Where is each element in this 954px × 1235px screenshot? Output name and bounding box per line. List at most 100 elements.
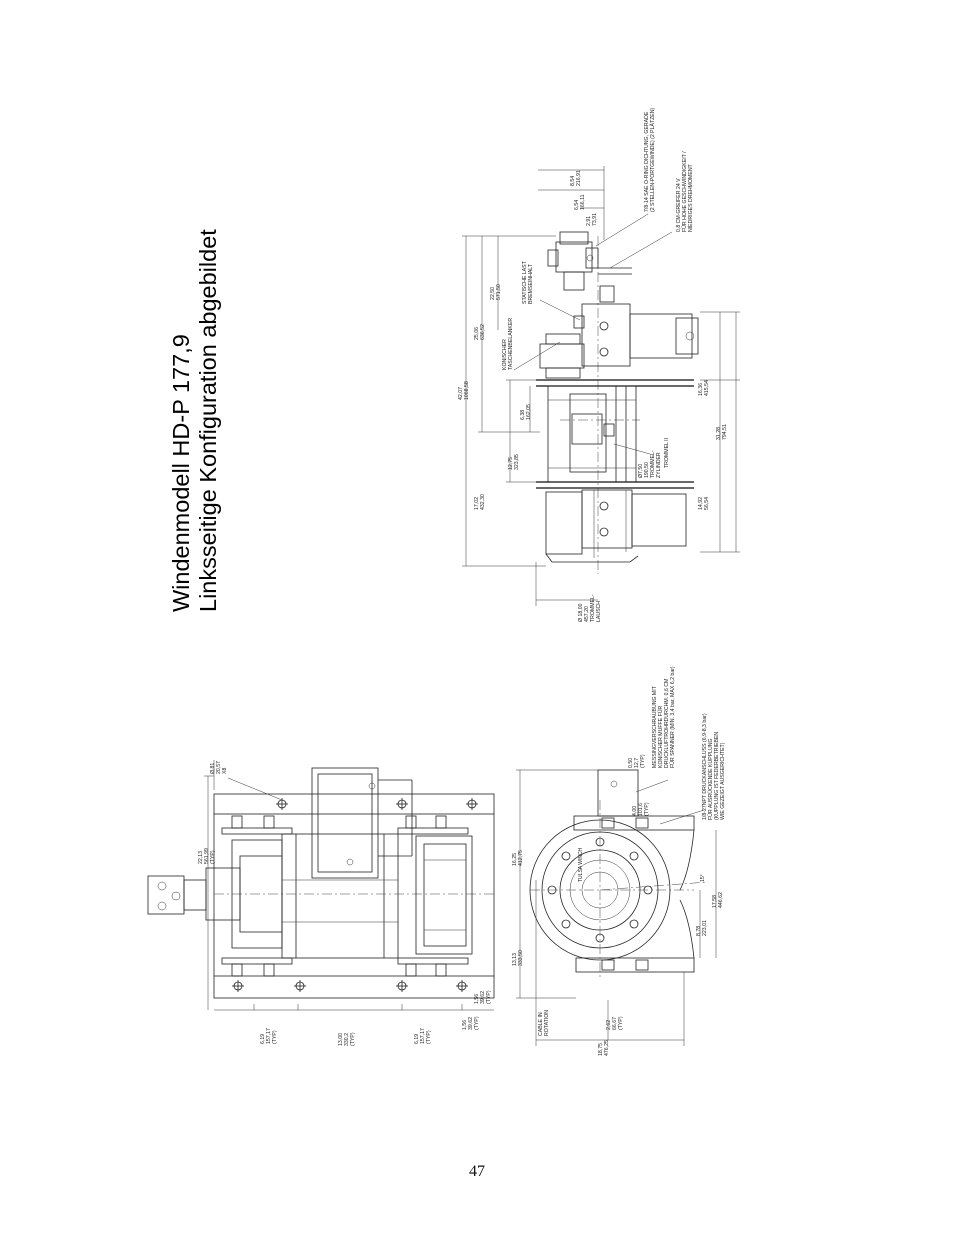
label-messing-1: MESSINGVERSCHRAUBUNG MIT <box>652 685 658 768</box>
dim-suba-mm: 571,50 <box>496 284 502 300</box>
winch-front-view <box>147 760 495 1011</box>
dim-b1-1: 6,19 <box>260 1034 266 1044</box>
dim-s3-mm: 73,91 <box>592 213 598 226</box>
dim-base-2: 333,50 <box>518 950 524 966</box>
label-npt-3: (KUPPLUNG IST FEDERBETRIEBEN <box>714 732 720 820</box>
label-taschen-1: KONISCHER <box>502 339 508 370</box>
dim-t1-3: (TYP) <box>640 754 646 768</box>
label-messing-2: KONISCHER MUFFE FÜR <box>657 705 664 768</box>
winch-side-view <box>462 166 740 606</box>
label-greifer-3: NIEDRIGES DREHMOMENT <box>688 163 694 232</box>
dim-s1-in: 8,54 <box>570 176 576 186</box>
dim-lowerc-mm: 56,54 <box>704 497 710 510</box>
dim-b2-2: 330,2 <box>344 1033 350 1046</box>
dim-drumcyl-3: TROMMEL- <box>650 450 656 478</box>
dim-s2-in: 6,54 <box>574 200 580 210</box>
dim-drumdia-2: 457,20 <box>584 606 590 622</box>
label-ventil-2: (2 STELLEN-PORTGEWINDE) (2 PLÄTZEN) <box>649 107 656 212</box>
dim-angle: 15° <box>700 874 706 882</box>
dim-r1-2: 223,01 <box>702 920 708 936</box>
label-ventil-1: 7/8-14 SAE O-RING DICHTUNG, GERADE <box>644 111 650 212</box>
dim-b2-3: (TYP) <box>350 1032 356 1046</box>
dim-b3-1: 6,19 <box>414 1034 420 1044</box>
label-trommel: TROMMEL II <box>664 438 670 468</box>
dim-drumend-in: 17,02 <box>474 497 480 510</box>
dim-b1-3: (TYP) <box>272 1030 278 1044</box>
dim-drumcyl-1: Ø7,50 <box>638 464 644 478</box>
label-messing-3: DRUCKLUFTROHRDURCHM. 0,6 CM <box>664 679 670 768</box>
dim-drumend-mm: 432,30 <box>480 494 486 510</box>
page-title: Windenmodell HD-P 177,9 Linksseitige Kon… <box>168 52 222 612</box>
dim-b4-2: 39,62 <box>468 1017 474 1030</box>
dim-foot-2: 66,67 <box>612 1017 618 1030</box>
dim-flange-1: 22,13 <box>198 851 204 864</box>
dim-r1-1: 8,78 <box>696 926 702 936</box>
dim-b4-3: (TYP) <box>474 1016 480 1030</box>
dim-s2-mm: 166,11 <box>580 194 586 210</box>
end-view-dimensions: 16,25 412,75 13,13 333,50 CABLE IN ROTAT… <box>512 666 726 1056</box>
dim-t2-1: 4,00 <box>632 806 638 816</box>
dim-overall-mm: 1068,58 <box>464 381 470 400</box>
label-npt-4: WIE GEZEIGT AUSGERICHTET) <box>720 742 726 820</box>
label-npt-2: FÜR AUSRÜCKENDE KUPPLUNG <box>707 738 714 820</box>
side-view-dimensions: 42,07 1068,58 25,06 636,52 17,02 432,30 … <box>458 107 728 622</box>
dim-s3-in: 2,91 <box>586 216 592 226</box>
dim-bolt-3: X8 <box>222 768 228 774</box>
dim-drumdia-4: LAUSCH <box>596 601 602 622</box>
dim-foot-3: (TYP) <box>618 1016 624 1030</box>
dim-width-1: 18,75 <box>598 1043 604 1056</box>
label-greifer-2: FÜR HOHE GESCHWINDIGKEIT / <box>681 151 688 232</box>
dim-upper-in: 25,06 <box>474 327 480 340</box>
dim-flange-2: 561,99 <box>204 848 210 864</box>
dim-t1-1: 0,50 <box>628 758 634 768</box>
dim-bolt-1: Ø,81 <box>210 763 216 774</box>
winch-end-view: TULSA WINCH <box>516 769 717 1046</box>
dim-drumdia-3: TROMMEL- <box>590 594 596 622</box>
dim-flange-3: (TYP) <box>210 850 216 864</box>
dim-lowera-in: 16,36 <box>698 383 704 396</box>
label-taschen-2: TASCHENBELANKER <box>508 318 514 370</box>
dim-lowerc-in: 14,92 <box>698 497 704 510</box>
dim-lowerb-in: 31,28 <box>716 427 722 440</box>
label-messing-4: FÜR SPANNER (MIN. 3,4 bar, MAX 6,2 bar) <box>669 666 676 768</box>
dim-b3-3: (TYP) <box>426 1030 432 1044</box>
dim-s1-mm: 216,91 <box>576 170 582 186</box>
front-view-dimensions: Ø,81 20,57 X8 22,13 561,99 (TYP) 6,19 15… <box>198 761 492 1046</box>
label-cable-1: CABLE IN <box>538 1012 544 1036</box>
dim-overall-in: 42,07 <box>458 387 464 400</box>
dim-t2-3: (TYP) <box>644 802 650 816</box>
dim-base-1: 13,13 <box>512 953 518 966</box>
dim-b5-2: 39,62 <box>480 991 486 1004</box>
dim-drumdia-1: Ø 18,00 <box>578 603 584 622</box>
dim-drumcyl-4: ZYLINDER <box>656 452 662 478</box>
dim-b5-1: 1,56 <box>474 994 480 1004</box>
dim-lowerb-mm: 794,51 <box>722 424 728 440</box>
dim-b5-3: (TYP) <box>486 990 492 1004</box>
dim-mid-in: 12,75 <box>508 457 514 470</box>
drum-brand-text: TULSA WINCH <box>578 847 584 882</box>
dim-drumcyl-2: 190,50 <box>644 462 650 478</box>
page-number: 47 <box>469 1163 485 1180</box>
title-model: Windenmodell HD-P 177,9 <box>168 334 194 612</box>
dim-bolt-2: 20,57 <box>216 761 222 774</box>
dim-b3-2: 157,17 <box>420 1028 426 1044</box>
label-npt-1: 1/8-27NPT DRUCKANSCHLUSS (6,9-8,3 bar) <box>702 713 708 820</box>
dim-b2-1: 13,00 <box>338 1033 344 1046</box>
dim-suba-in: 22,50 <box>490 287 496 300</box>
dim-small-mm: 162,05 <box>526 404 532 420</box>
dim-small-in: 6,38 <box>520 410 526 420</box>
dim-lowera-mm: 415,54 <box>704 380 710 396</box>
dim-r2-2: 446,62 <box>718 892 724 908</box>
dim-b4-1: 1,56 <box>462 1020 468 1030</box>
title-configuration: Linksseitige Konfiguration abgebildet <box>195 229 221 612</box>
dim-t2-2: 101,6 <box>638 803 644 816</box>
dim-height-1: 16,25 <box>512 853 518 866</box>
dim-mid-mm: 323,85 <box>514 454 520 470</box>
dim-r2-1: 17,58 <box>712 895 718 908</box>
dim-upper-mm: 636,52 <box>480 324 486 340</box>
dim-b1-2: 157,17 <box>266 1028 272 1044</box>
dim-height-2: 412,75 <box>518 850 524 866</box>
dim-foot-1: 2,62 <box>606 1020 612 1030</box>
